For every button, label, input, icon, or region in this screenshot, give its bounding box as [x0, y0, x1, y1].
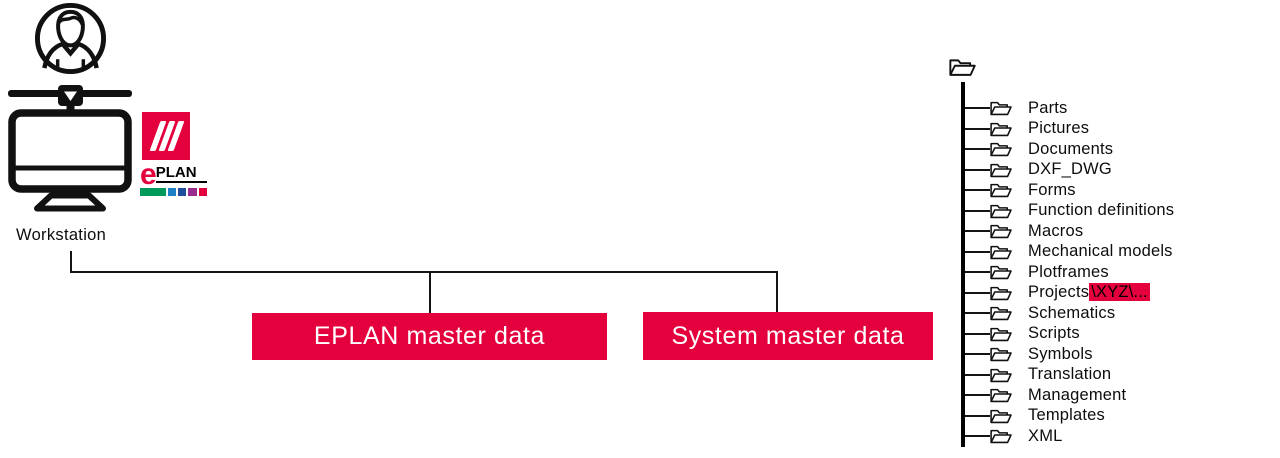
folder-label: Translation — [1028, 365, 1112, 383]
eplan-e-glyph: e — [140, 158, 157, 191]
eplan-plan-text: PLAN — [155, 165, 207, 183]
folder-icon — [990, 245, 1012, 259]
tree-row: Documents — [965, 139, 1113, 159]
tree-branch-line — [965, 353, 990, 355]
tree-branch-line — [965, 107, 990, 109]
colorbar-segment — [198, 188, 207, 196]
tree-row: Pictures — [965, 119, 1089, 139]
folder-label: Documents — [1028, 139, 1114, 158]
tree-row: Function definitions — [965, 201, 1174, 221]
folder-icon — [990, 101, 1012, 116]
system-master-data-node: System master data — [643, 312, 933, 360]
folder-icon — [990, 224, 1012, 239]
folder-label: Forms — [1028, 180, 1076, 199]
folder-label: Macros — [1028, 221, 1084, 240]
folder-icon — [990, 163, 1012, 177]
folder-label: Mechanical models — [1028, 242, 1173, 260]
tree-row: Projects\XYZ\... — [965, 283, 1150, 303]
folder-label: XML — [1028, 426, 1063, 445]
folder-icon — [990, 388, 1012, 403]
folder-label: DXF_DWG — [1028, 160, 1112, 178]
connector-horizontal — [70, 271, 778, 273]
colorbar-segment — [188, 188, 197, 196]
tree-branch-line — [965, 414, 990, 417]
folder-label: Projects\XYZ\... — [1028, 283, 1150, 301]
tree-branch-line — [965, 168, 990, 171]
tree-row: Templates — [965, 406, 1105, 426]
folder-icon — [990, 265, 1012, 280]
tree-row: Parts — [965, 98, 1068, 118]
folder-label: Function definitions — [1028, 201, 1175, 219]
folder-icon — [990, 286, 1012, 300]
folder-label: Scripts — [1028, 324, 1080, 342]
tree-branch-line — [965, 127, 990, 130]
eplan-slashes-icon — [142, 112, 190, 160]
tree-branch-line — [965, 435, 990, 437]
tree-row: Mechanical models — [965, 242, 1173, 262]
tree-branch-line — [965, 332, 990, 335]
folder-label: Parts — [1028, 98, 1068, 117]
tree-branch-line — [965, 230, 990, 232]
folder-label: Schematics — [1028, 303, 1116, 322]
tree-row: DXF_DWG — [965, 160, 1112, 180]
folder-label: Pictures — [1028, 119, 1090, 137]
folder-icon — [990, 347, 1012, 362]
tree-branch-line — [965, 312, 990, 314]
tree-branch-line — [965, 291, 990, 294]
monitor-icon — [8, 85, 132, 212]
user-icon — [34, 2, 107, 75]
folder-label: Plotframes — [1028, 262, 1109, 281]
colorbar-segment — [177, 188, 187, 196]
tree-branch-line — [965, 250, 990, 253]
tree-row: Symbols — [965, 344, 1093, 364]
tree-row: Plotframes — [965, 262, 1109, 282]
folder-icon — [990, 306, 1012, 321]
tree-branch-line — [965, 148, 990, 150]
tree-branch-line — [965, 271, 990, 273]
tree-trunk-line — [961, 82, 965, 447]
folder-icon — [990, 409, 1012, 423]
folder-label: Management — [1028, 385, 1127, 404]
connector-drop-eplan — [429, 271, 431, 313]
tree-row: XML — [965, 426, 1063, 446]
tree-row: Schematics — [965, 303, 1115, 323]
tree-row: Forms — [965, 180, 1076, 200]
root-folder-icon — [949, 59, 976, 76]
tree-branch-line — [965, 189, 990, 191]
folder-icon — [990, 142, 1012, 157]
folder-icon — [990, 368, 1012, 382]
connector-drop-system — [776, 271, 778, 312]
folder-icon — [990, 204, 1012, 218]
eplan-colorbar — [140, 188, 207, 196]
workstation-label: Workstation — [16, 226, 107, 244]
tree-branch-line — [965, 373, 990, 376]
projects-path-highlight: \XYZ\... — [1089, 283, 1150, 301]
tree-branch-line — [965, 394, 990, 396]
tree-row: Macros — [965, 221, 1083, 241]
tree-branch-line — [965, 209, 990, 212]
folder-label: Symbols — [1028, 344, 1093, 363]
colorbar-segment — [167, 188, 176, 196]
folder-icon — [990, 183, 1012, 198]
folder-icon — [990, 122, 1012, 136]
eplan-master-data-node: EPLAN master data — [252, 313, 607, 360]
tree-row: Scripts — [965, 324, 1080, 344]
connector-workstation-stem — [70, 251, 72, 273]
folder-icon — [990, 327, 1012, 341]
folder-icon — [990, 429, 1012, 444]
tree-row: Translation — [965, 365, 1111, 385]
tree-row: Management — [965, 385, 1126, 405]
folder-label: Templates — [1028, 406, 1106, 424]
colorbar-segment — [140, 188, 166, 196]
